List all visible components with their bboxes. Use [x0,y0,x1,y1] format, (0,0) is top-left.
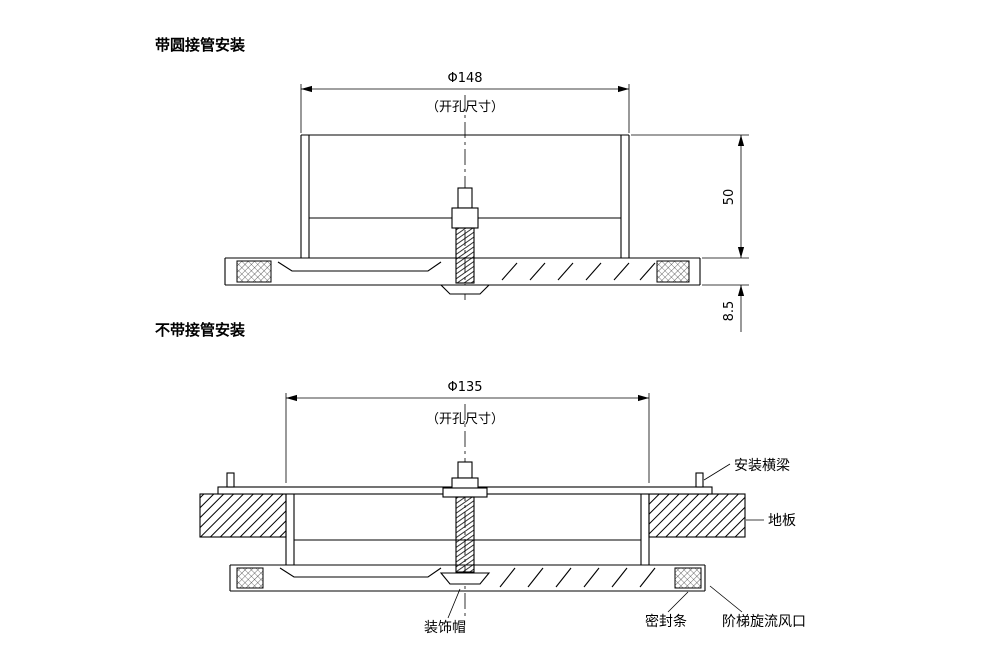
bottom-faceplate-step [279,567,442,578]
label-swirl-diffuser: 阶梯旋流风口 [722,614,806,630]
beam-tab-left [226,472,235,488]
floor-slab-right [648,493,746,538]
bottom-louver-slots [499,567,656,588]
top-flange-value: 8.5 [722,301,737,322]
callouts: 安装横梁 地板 密封条 阶梯旋流风口 装饰帽 [424,458,806,636]
beam-tab-right [695,472,704,488]
bottom-diameter-value: Φ135 [447,380,482,395]
bottom-drawing: 不带接管安装 Φ135 （开孔尺寸） [155,321,806,636]
leader-cap [447,588,461,619]
top-decorative-cap [439,284,491,295]
floor-slab-left [199,493,287,538]
leader-diffuser [709,585,743,613]
top-drawing: 带圆接管安装 Φ148 （开孔尺寸） [155,36,749,332]
bottom-bolt [439,461,491,585]
top-faceplate-step [277,261,442,272]
leader-seal [667,591,689,613]
top-bolt [439,187,491,295]
top-louver-slots [501,262,656,281]
bottom-drawing-title: 不带接管安装 [155,321,246,339]
top-threaded-rod [455,227,475,284]
leader-beam [703,463,731,481]
bottom-seal-right [674,567,702,589]
top-drawing-title: 带圆接管安装 [155,36,246,54]
label-mounting-beam: 安装横梁 [734,458,790,474]
bottom-faceplate [229,564,706,592]
label-seal-strip: 密封条 [645,613,687,630]
top-seal-right [656,260,690,283]
label-floor: 地板 [768,513,796,529]
top-height-value: 50 [722,189,737,206]
bottom-decorative-cap [439,572,491,585]
top-height-dimension: 50 8.5 [631,134,749,332]
label-decorative-cap: 装饰帽 [424,620,466,636]
bottom-washer [442,487,488,498]
bottom-threaded-rod [455,496,475,573]
top-seal-left [236,260,272,283]
bottom-seal-left [236,567,264,589]
top-diameter-value: Φ148 [447,71,482,86]
